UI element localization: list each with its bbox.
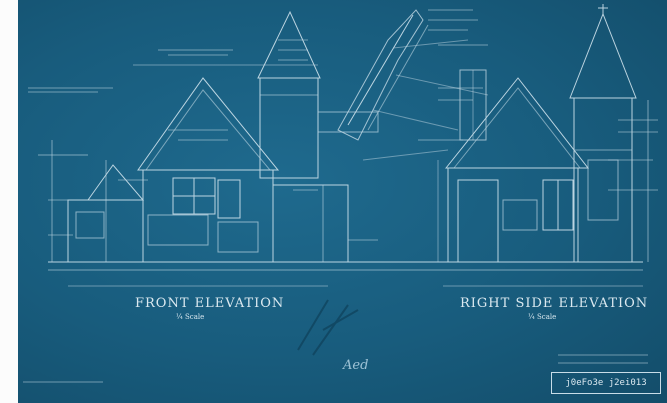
front-elevation-scale: ¼ Scale bbox=[176, 313, 205, 321]
side-main-wall bbox=[447, 167, 579, 263]
blueprint-sheet: FRONT ELEVATION ¼ Scale RIGHT SIDE ELEVA… bbox=[18, 0, 667, 403]
title-stamp: j0eFo3e j2ei013 bbox=[551, 372, 661, 394]
page-margin bbox=[0, 0, 18, 403]
side-main-gable bbox=[444, 77, 590, 169]
front-main-gable bbox=[137, 77, 280, 171]
front-elevation-title: FRONT ELEVATION bbox=[135, 296, 285, 311]
side-spire bbox=[569, 12, 637, 99]
front-spire bbox=[257, 10, 321, 79]
side-elevation-scale: ¼ Scale bbox=[528, 313, 557, 321]
signature: Aed bbox=[343, 358, 369, 373]
side-elevation-title: RIGHT SIDE ELEVATION bbox=[460, 296, 649, 311]
blueprint-drawing bbox=[23, 4, 658, 383]
roof-detail-section bbox=[337, 9, 424, 141]
